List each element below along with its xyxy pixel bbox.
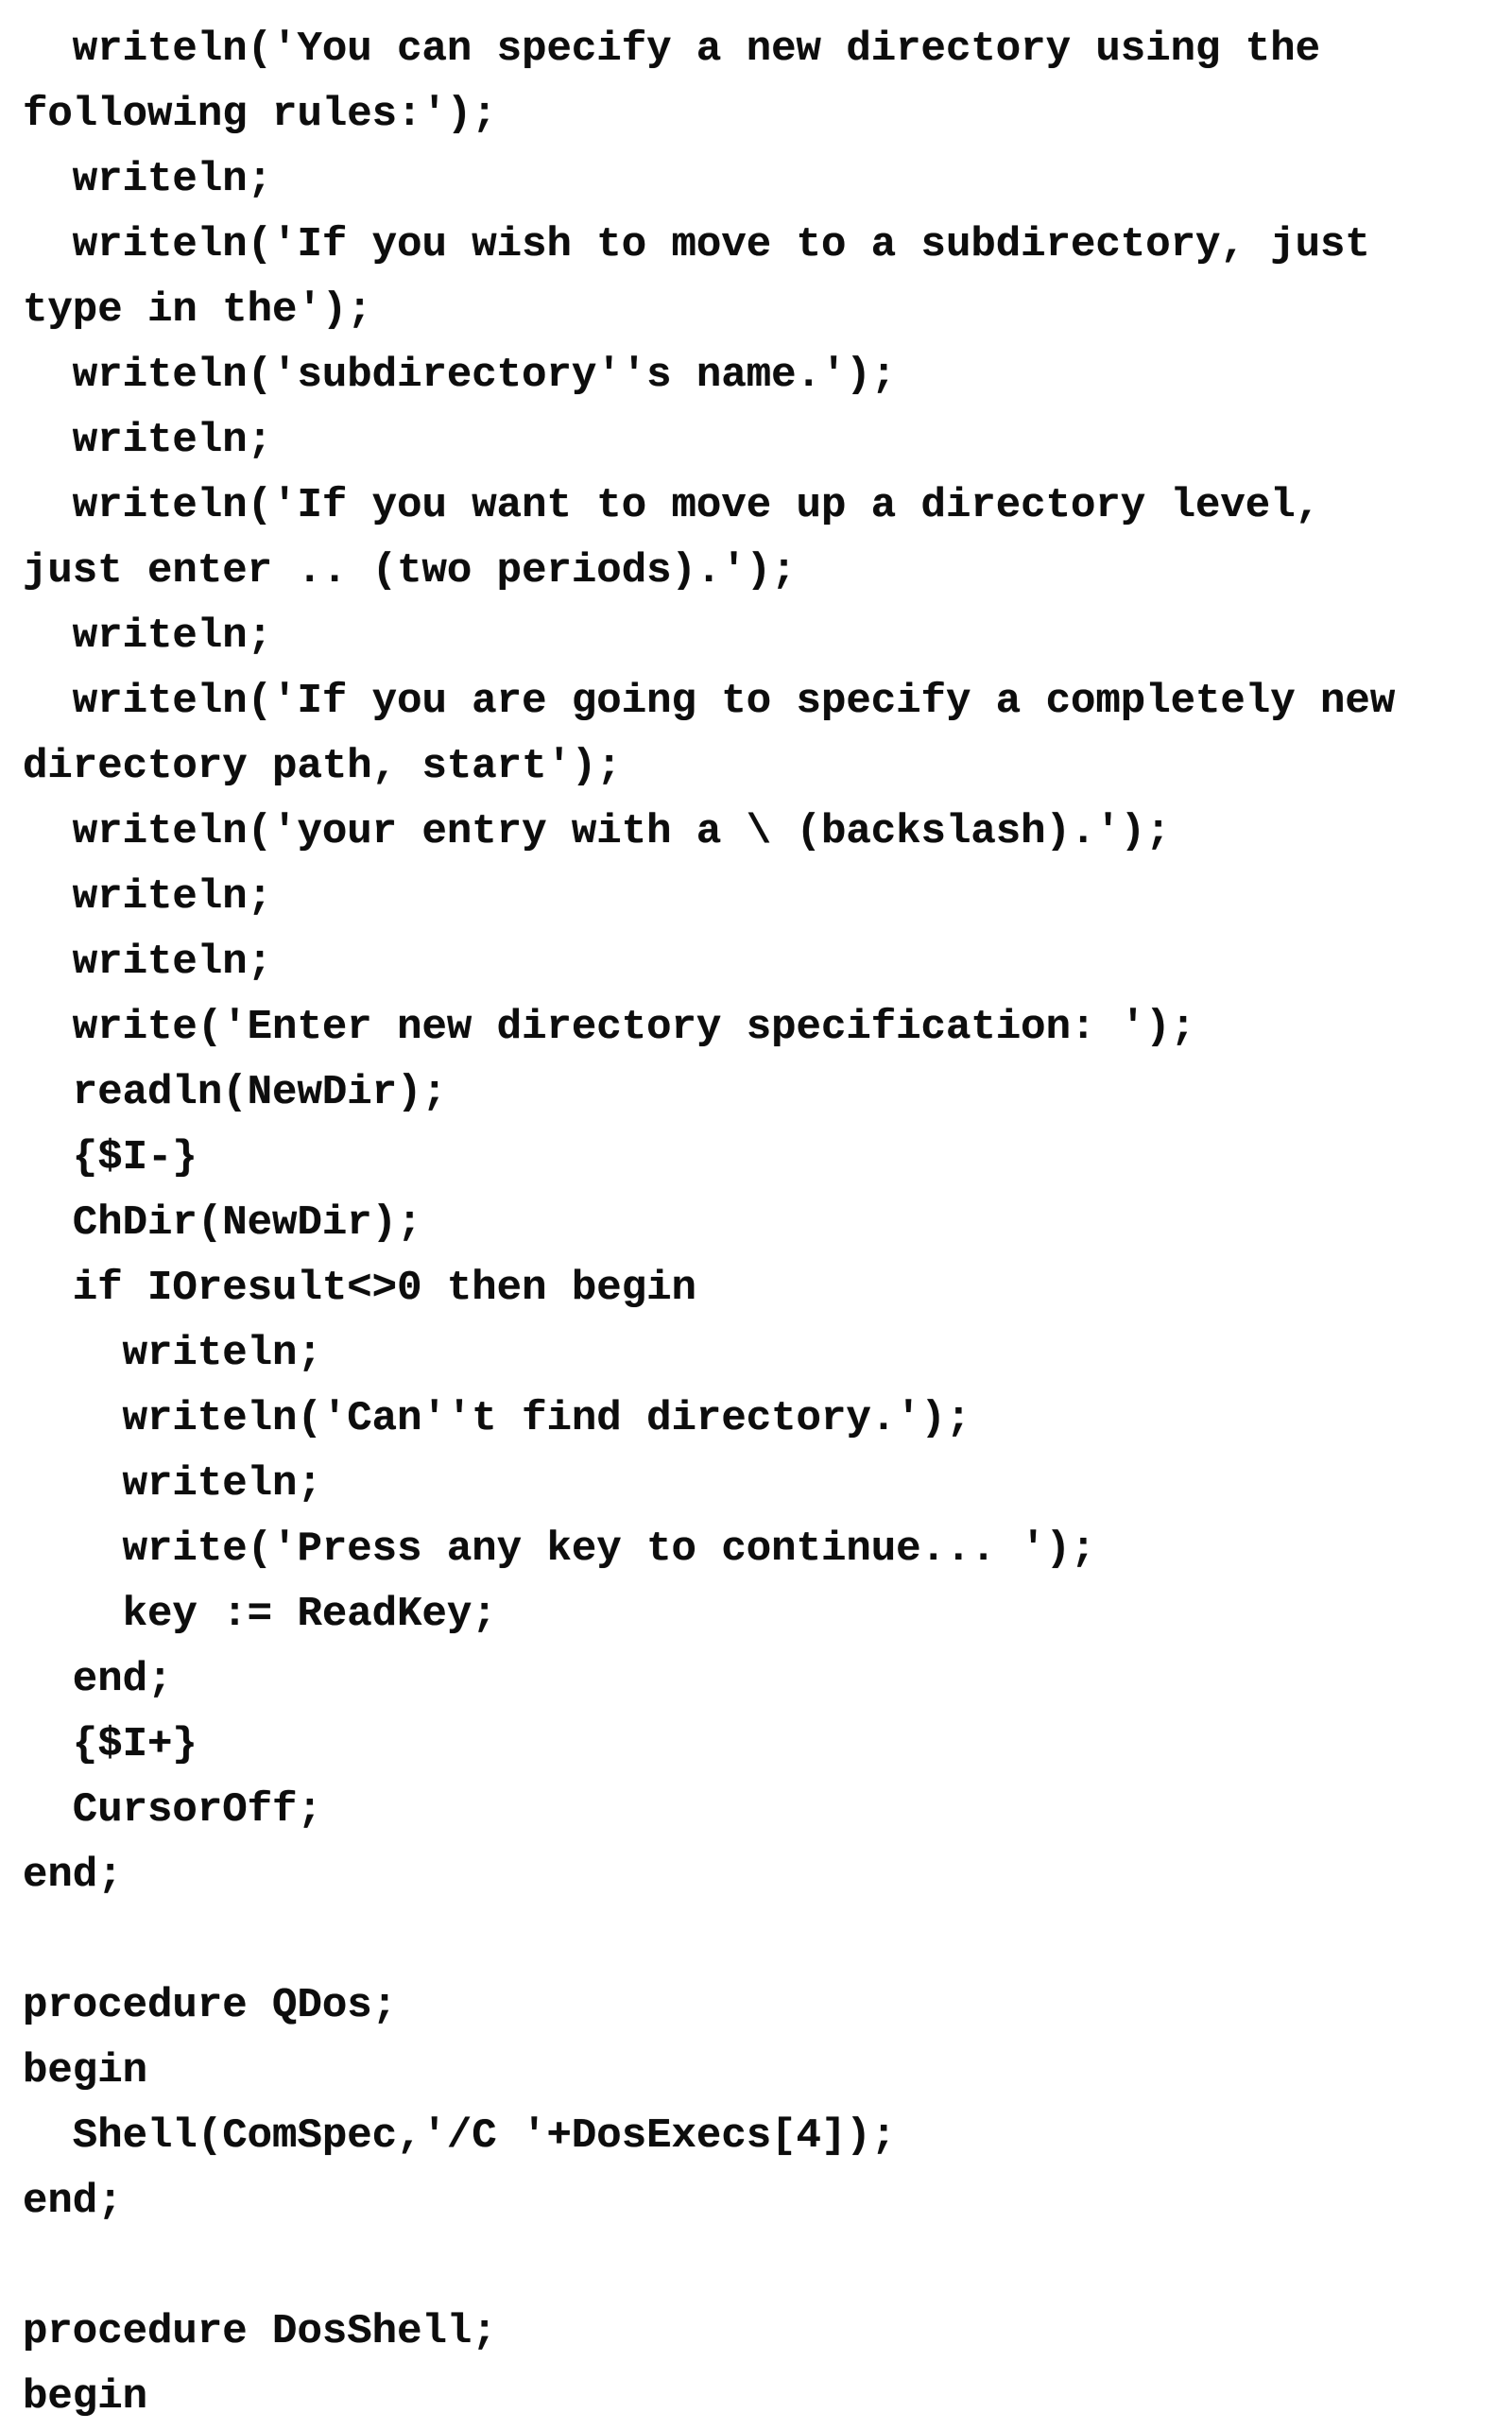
- code-line: procedure DosShell;: [23, 2308, 497, 2355]
- code-line: just enter .. (two periods).');: [23, 547, 797, 595]
- code-line: writeln;: [23, 1460, 322, 1508]
- code-line: writeln;: [23, 873, 273, 921]
- code-line: type in the');: [23, 286, 372, 334]
- code-line: write('Press any key to continue... ');: [23, 1525, 1096, 1573]
- code-line: end;: [23, 2178, 123, 2225]
- code-line: readln(NewDir);: [23, 1069, 447, 1116]
- code-line: writeln('If you wish to move to a subdir…: [23, 221, 1370, 268]
- code-line: end;: [23, 1656, 173, 1703]
- code-line: end;: [23, 1852, 123, 1899]
- code-line: procedure QDos;: [23, 1982, 398, 2029]
- code-line: writeln;: [23, 612, 273, 660]
- code-line: following rules:');: [23, 91, 497, 138]
- code-line: writeln;: [23, 156, 273, 203]
- code-line: ChDir(NewDir);: [23, 1199, 422, 1247]
- code-line: key := ReadKey;: [23, 1591, 497, 1638]
- code-line: begin: [23, 2373, 148, 2421]
- code-line: writeln('If you want to move up a direct…: [23, 482, 1321, 529]
- code-line: writeln;: [23, 939, 273, 986]
- code-line: if IOresult<>0 then begin: [23, 1265, 696, 1312]
- code-line: begin: [23, 2047, 148, 2094]
- code-line: writeln('subdirectory''s name.');: [23, 352, 897, 399]
- code-line: {$I-}: [23, 1134, 198, 1181]
- code-line: writeln('If you are going to specify a c…: [23, 678, 1396, 725]
- code-line: writeln;: [23, 1330, 322, 1377]
- code-line: writeln('your entry with a \ (backslash)…: [23, 808, 1171, 855]
- pascal-code-listing: writeln('You can specify a new directory…: [23, 17, 1503, 2430]
- code-line: writeln('Can''t find directory.');: [23, 1395, 971, 1442]
- code-line: directory path, start');: [23, 743, 622, 790]
- code-line: Shell(ComSpec,'/C '+DosExecs[4]);: [23, 2112, 897, 2160]
- code-line: [23, 2234, 1503, 2300]
- code-line: writeln('You can specify a new directory…: [23, 26, 1321, 73]
- code-line: write('Enter new directory specification…: [23, 1004, 1196, 1051]
- code-line: {$I+}: [23, 1721, 198, 1768]
- code-line: CursorOff;: [23, 1786, 322, 1834]
- code-line: writeln;: [23, 417, 273, 464]
- code-line: [23, 1908, 1503, 1973]
